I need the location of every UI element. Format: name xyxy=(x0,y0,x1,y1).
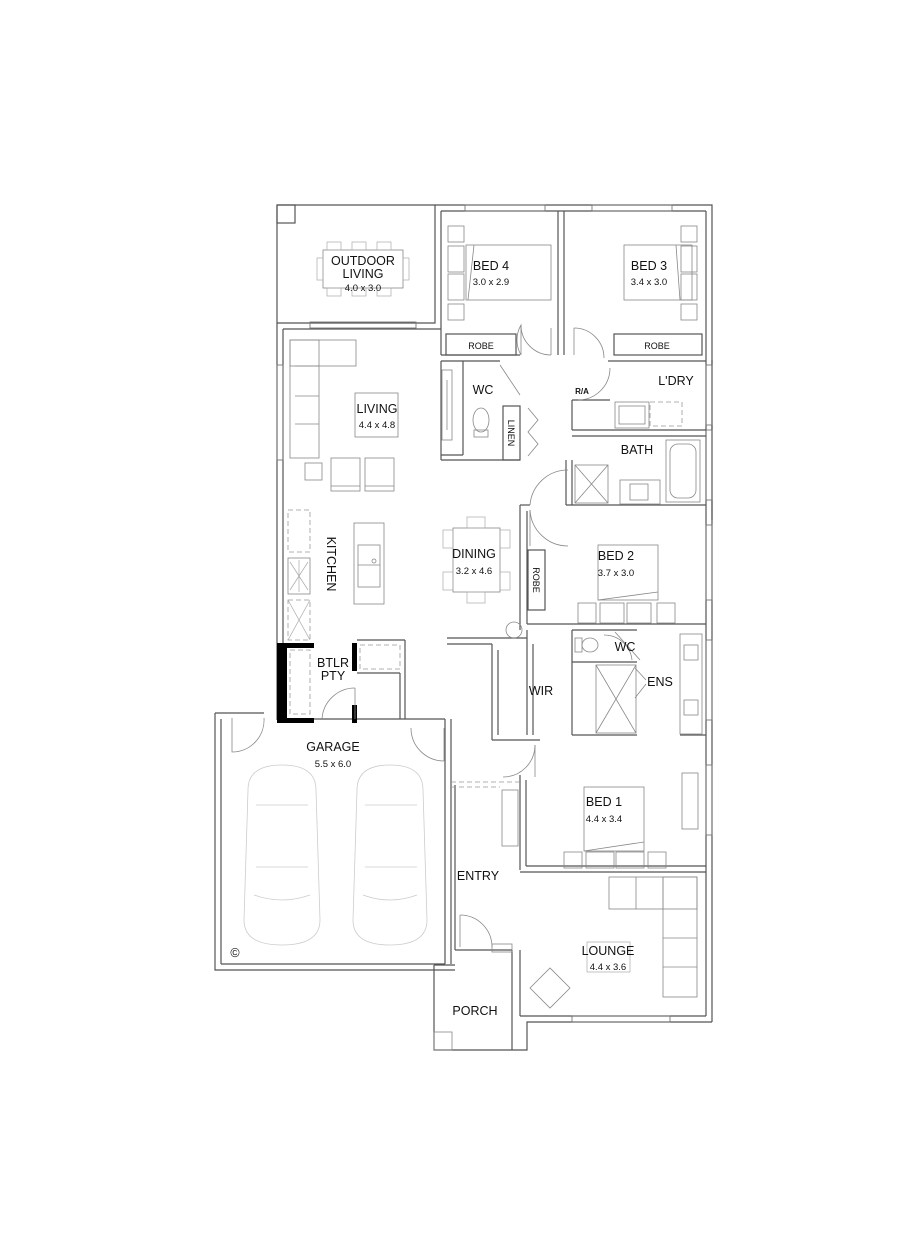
room-size: 4.4 x 4.8 xyxy=(359,420,395,431)
room-size: 3.4 x 3.0 xyxy=(631,277,667,288)
room-ensuite-wc: WC xyxy=(615,640,636,654)
room-bed-3: BED 3 3.4 x 3.0 xyxy=(631,259,667,288)
room-name: BED 3 xyxy=(631,259,667,273)
room-name: PTY xyxy=(321,669,346,683)
room-size: 4.4 x 3.6 xyxy=(590,962,626,973)
room-porch: PORCH xyxy=(452,1004,497,1018)
interior-walls xyxy=(357,211,706,1050)
room-ensuite: ENS xyxy=(647,675,673,689)
room-name: GARAGE xyxy=(306,740,360,754)
room-butlers-pantry: BTLR PTY xyxy=(317,656,349,683)
room-bed-1: BED 1 4.4 x 3.4 xyxy=(586,795,622,825)
room-name: DINING xyxy=(452,547,496,561)
room-garage: GARAGE 5.5 x 6.0 xyxy=(306,740,360,770)
robe-label: ROBE xyxy=(644,341,670,351)
room-laundry: L'DRY xyxy=(658,374,694,388)
room-name: LIVING xyxy=(357,402,398,416)
windows xyxy=(276,204,713,1023)
ensuite-leader-line xyxy=(634,683,647,699)
room-name: BED 2 xyxy=(598,549,634,563)
room-size: 3.2 x 4.6 xyxy=(456,566,492,577)
room-size: 4.0 x 3.0 xyxy=(345,283,381,294)
room-name: BTLR xyxy=(317,656,349,670)
room-name: BED 4 xyxy=(473,259,509,273)
room-size: 3.0 x 2.9 xyxy=(473,277,509,288)
room-bed-2: BED 2 3.7 x 3.0 xyxy=(598,549,634,579)
car-right xyxy=(352,764,428,946)
doors xyxy=(231,323,641,953)
ensuite-leader-line xyxy=(634,667,647,681)
exterior-walls xyxy=(214,204,713,1051)
room-entry: ENTRY xyxy=(457,869,500,883)
room-name: LIVING xyxy=(343,267,384,281)
room-bath: BATH xyxy=(621,443,653,457)
copyright-symbol: © xyxy=(230,946,240,960)
room-size: 5.5 x 6.0 xyxy=(315,759,351,770)
room-outdoor-living: OUTDOOR LIVING 4.0 x 3.0 xyxy=(331,254,395,294)
room-name: BED 1 xyxy=(586,795,622,809)
room-wc: WC xyxy=(473,383,494,397)
room-lounge: LOUNGE 4.4 x 3.6 xyxy=(582,941,635,973)
room-living: LIVING 4.4 x 4.8 xyxy=(357,402,398,431)
room-wir: WIR xyxy=(529,684,553,698)
room-bed-4: BED 4 3.0 x 2.9 xyxy=(473,259,509,288)
car-left xyxy=(243,764,321,946)
room-dining: DINING 3.2 x 4.6 xyxy=(452,547,496,577)
room-name: LOUNGE xyxy=(582,944,635,958)
furniture xyxy=(287,225,703,1051)
room-size: 4.4 x 3.4 xyxy=(586,814,622,825)
robe-label: ROBE xyxy=(468,341,494,351)
room-kitchen: KITCHEN xyxy=(324,537,338,592)
room-size: 3.7 x 3.0 xyxy=(598,568,634,579)
return-air-label: R/A xyxy=(575,387,589,396)
robe-label: ROBE xyxy=(531,567,541,593)
pantry-solid-walls xyxy=(277,643,357,723)
room-name: OUTDOOR xyxy=(331,254,395,268)
room-linen: LINEN xyxy=(506,420,516,447)
